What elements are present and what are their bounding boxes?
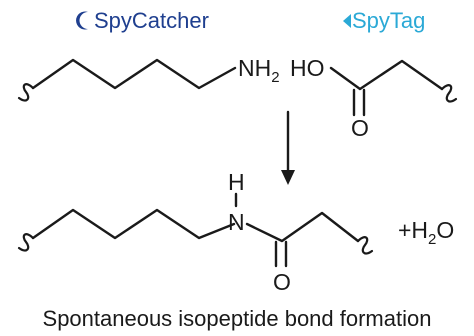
- water-byproduct: +H2O: [398, 217, 454, 248]
- hydroxyl-group: HO: [290, 55, 325, 81]
- aspartate-chain-top: [329, 59, 444, 91]
- amide-hydrogen: H: [228, 169, 245, 195]
- reaction-arrow: [281, 110, 295, 185]
- amide-nitrogen: N: [228, 209, 245, 235]
- carbonyl-oxygen-bottom: O: [273, 269, 291, 295]
- spycatcher-brand: SpyCatcher: [76, 8, 209, 33]
- caption: Spontaneous isopeptide bond formation: [43, 306, 432, 331]
- squiggle-left-bottom: [17, 233, 35, 252]
- squiggle-left-top: [17, 83, 35, 102]
- lysine-chain-top: [31, 58, 237, 90]
- carbonyl-oxygen-top: O: [351, 115, 369, 141]
- amine-group: NH2: [238, 55, 280, 86]
- spytag-brand: SpyTag: [343, 8, 425, 33]
- lysine-chain-bottom: [31, 208, 236, 240]
- squiggle-right-top: [440, 84, 458, 103]
- spytag-label: SpyTag: [352, 8, 425, 33]
- spycatcher-label: SpyCatcher: [94, 8, 209, 33]
- spycatcher-crescent-icon: [76, 11, 88, 30]
- spytag-wedge-icon: [343, 14, 351, 28]
- amide-chain-bottom: [245, 211, 360, 243]
- squiggle-right-bottom: [356, 236, 374, 255]
